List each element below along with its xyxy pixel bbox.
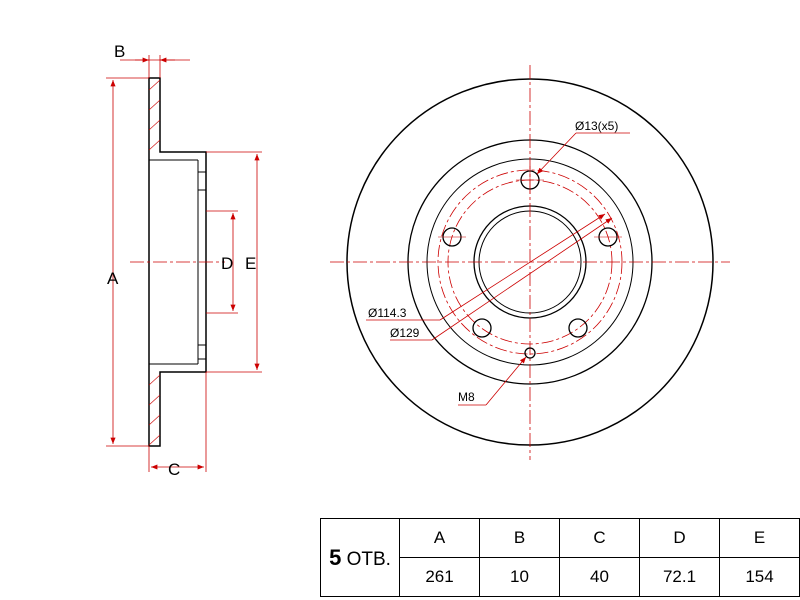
header-a: A: [399, 518, 480, 558]
spec-table: 5 ОТВ. A B C D E 261 10 40 72.1 154: [320, 518, 800, 597]
value-d: 72.1: [639, 557, 720, 597]
side-bolt-hole-bottom: [197, 344, 207, 360]
header-b: B: [479, 518, 560, 558]
leader-bolt-holes: [536, 132, 577, 175]
header-c: C: [559, 518, 640, 558]
value-c: 40: [559, 557, 640, 597]
section-hatching: [148, 79, 161, 446]
header-e: E: [719, 518, 800, 558]
thread-hole: [524, 347, 536, 359]
dim-d-label: D: [221, 254, 233, 273]
thread-callout: M8: [458, 390, 475, 404]
front-view: Ø13(x5) Ø114.3 Ø129 M8: [330, 65, 730, 460]
ring-callout: Ø129: [390, 326, 420, 340]
dim-a-label: A: [107, 269, 119, 288]
value-e: 154: [719, 557, 800, 597]
holes-count: 5: [329, 544, 342, 570]
side-view: B A C D E: [106, 42, 262, 479]
dim-c-label: C: [168, 460, 180, 479]
header-d: D: [639, 518, 720, 558]
bolt-hole-4: [472, 318, 492, 338]
holes-unit: ОТВ.: [346, 548, 391, 570]
dim-b-label: B: [114, 42, 125, 61]
holes-cell: 5 ОТВ.: [320, 518, 400, 597]
pcd-callout: Ø114.3: [368, 306, 407, 320]
table-header-row: 5 ОТВ. A B C D E: [320, 518, 800, 597]
bolt-hole-3: [568, 318, 588, 338]
disc-profile: [148, 77, 207, 447]
bolt-holes-callout: Ø13(x5): [575, 119, 618, 133]
dim-e-label: E: [245, 254, 256, 273]
value-b: 10: [479, 557, 560, 597]
value-a: 261: [399, 557, 480, 597]
thread-pitch-circle: [437, 169, 623, 355]
table-value-row: 261 10 40 72.1 154: [321, 557, 800, 597]
side-bolt-hole-top: [197, 171, 207, 191]
